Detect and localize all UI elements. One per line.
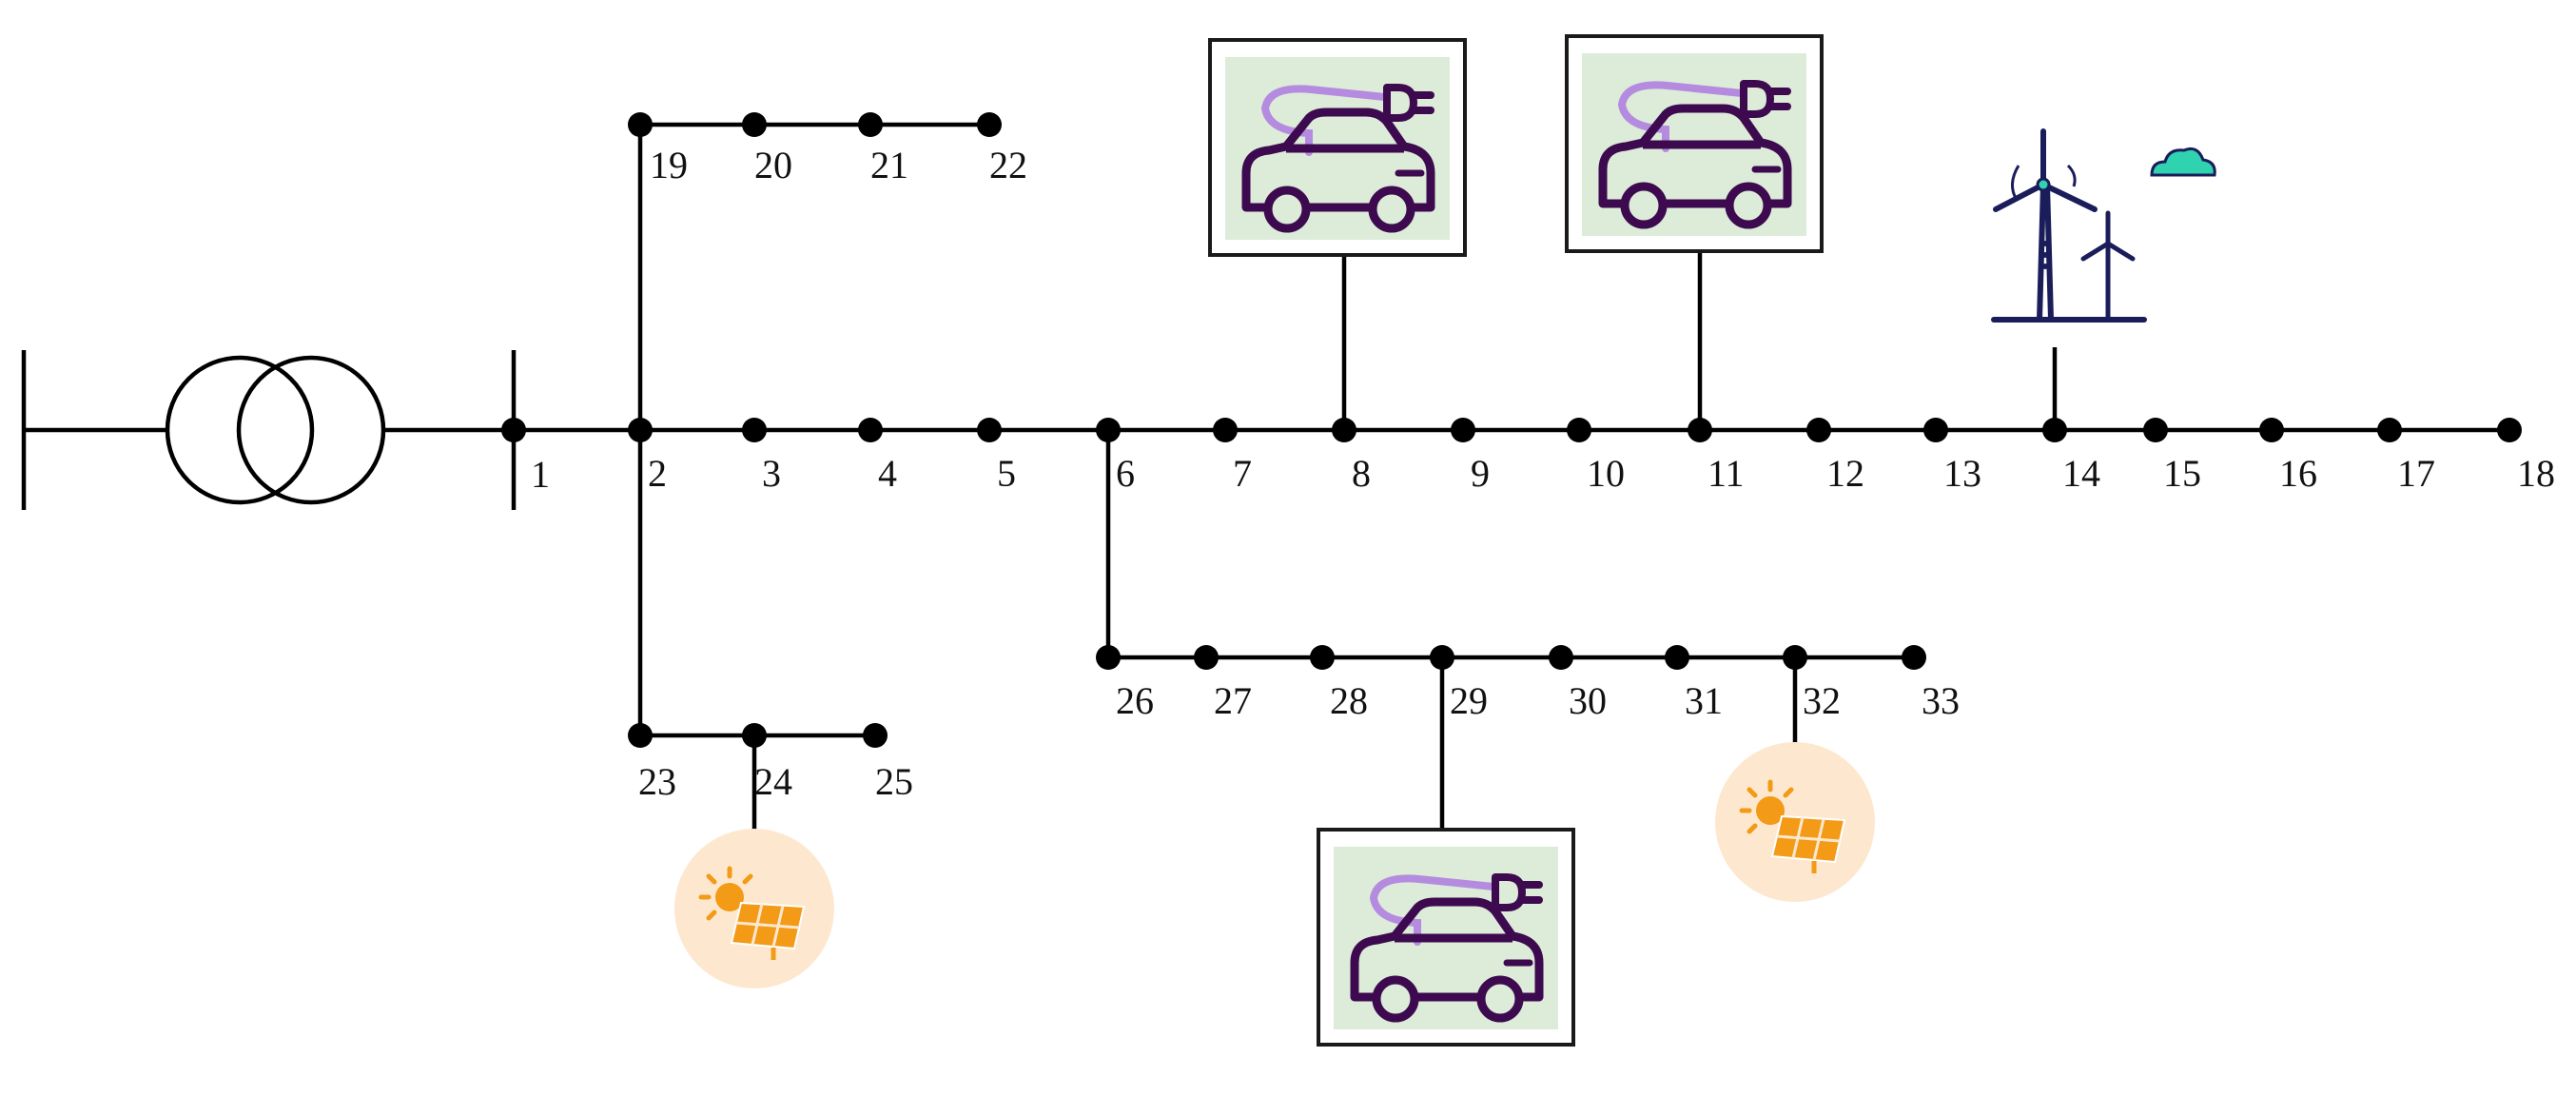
bus-node-32	[1783, 645, 1807, 670]
bus-node-9	[1451, 418, 1475, 442]
bus-node-1	[501, 418, 526, 442]
bus-node-8	[1332, 418, 1356, 442]
bus-label-28: 28	[1330, 679, 1368, 722]
bus-node-20	[742, 112, 767, 137]
bus-node-11	[1688, 418, 1712, 442]
bus-label-16: 16	[2279, 452, 2317, 495]
bus-node-5	[977, 418, 1002, 442]
bus-label-11: 11	[1708, 452, 1745, 495]
bus-label-26: 26	[1116, 679, 1154, 722]
bus-label-24: 24	[754, 760, 792, 803]
substation-connection	[383, 350, 517, 510]
bus-label-13: 13	[1943, 452, 1981, 495]
bus-label-12: 12	[1826, 452, 1864, 495]
bus-node-23	[628, 723, 653, 748]
bus-label-23: 23	[638, 760, 676, 803]
transformer-icon	[165, 355, 386, 505]
bus-node-16	[2259, 418, 2284, 442]
bus-node-3	[742, 418, 767, 442]
bus-label-15: 15	[2163, 452, 2201, 495]
bus-label-19: 19	[650, 144, 688, 186]
bus-node-2	[628, 418, 653, 442]
device-icons	[674, 36, 2215, 1045]
ev-charging-station-icon-bus-8	[1210, 40, 1465, 255]
bus-label-31: 31	[1685, 679, 1723, 722]
bus-node-30	[1549, 645, 1573, 670]
ev-charging-station-icon-bus-29	[1318, 830, 1573, 1045]
bus-label-32: 32	[1803, 679, 1841, 722]
bus-node-6	[1096, 418, 1121, 442]
bus-node-4	[858, 418, 883, 442]
bus-node-15	[2143, 418, 2168, 442]
device-connection-lines	[751, 251, 2058, 832]
wind-turbine-icon-bus-14	[1994, 131, 2215, 320]
ev-charging-station-icon-bus-11	[1567, 36, 1822, 251]
branch-lines	[514, 122, 2509, 738]
bus-node-28	[1310, 645, 1335, 670]
bus-label-3: 3	[762, 452, 781, 495]
bus-label-7: 7	[1233, 452, 1252, 495]
bus-node-21	[858, 112, 883, 137]
bus-node-29	[1430, 645, 1454, 670]
bus-node-26	[1096, 645, 1121, 670]
bus-label-8: 8	[1352, 452, 1371, 495]
bus-label-1: 1	[531, 453, 550, 496]
bus-label-14: 14	[2062, 452, 2100, 495]
bus-label-2: 2	[648, 452, 667, 495]
bus-label-20: 20	[754, 144, 792, 186]
bus-node-27	[1194, 645, 1219, 670]
bus-node-22	[977, 112, 1002, 137]
bus-node-10	[1567, 418, 1591, 442]
bus-label-18: 18	[2517, 452, 2555, 495]
bus-node-17	[2377, 418, 2402, 442]
bus-label-25: 25	[875, 760, 913, 803]
solar-panel-icon-bus-24	[674, 829, 834, 988]
bus-label-30: 30	[1569, 679, 1607, 722]
bus-node-12	[1806, 418, 1831, 442]
bus-node-7	[1213, 418, 1238, 442]
bus-node-33	[1902, 645, 1926, 670]
bus-node-13	[1923, 418, 1948, 442]
bus-label-5: 5	[997, 452, 1016, 495]
bus-label-21: 21	[870, 144, 908, 186]
solar-panel-icon-bus-32	[1715, 742, 1875, 902]
bus-label-6: 6	[1116, 452, 1135, 495]
bus-label-27: 27	[1214, 679, 1252, 722]
bus-label-29: 29	[1450, 679, 1488, 722]
bus-node-31	[1665, 645, 1689, 670]
bus-nodes	[501, 112, 2522, 748]
bus-label-9: 9	[1471, 452, 1490, 495]
bus-label-22: 22	[989, 144, 1027, 186]
bus-node-24	[742, 723, 767, 748]
bus-node-14	[2042, 418, 2067, 442]
bus-node-19	[628, 112, 653, 137]
bus-label-33: 33	[1922, 679, 1960, 722]
grid-source	[21, 350, 167, 510]
bus-node-18	[2497, 418, 2522, 442]
bus-label-10: 10	[1587, 452, 1625, 495]
bus-node-25	[863, 723, 888, 748]
bus-label-4: 4	[878, 452, 897, 495]
bus-label-17: 17	[2397, 452, 2435, 495]
